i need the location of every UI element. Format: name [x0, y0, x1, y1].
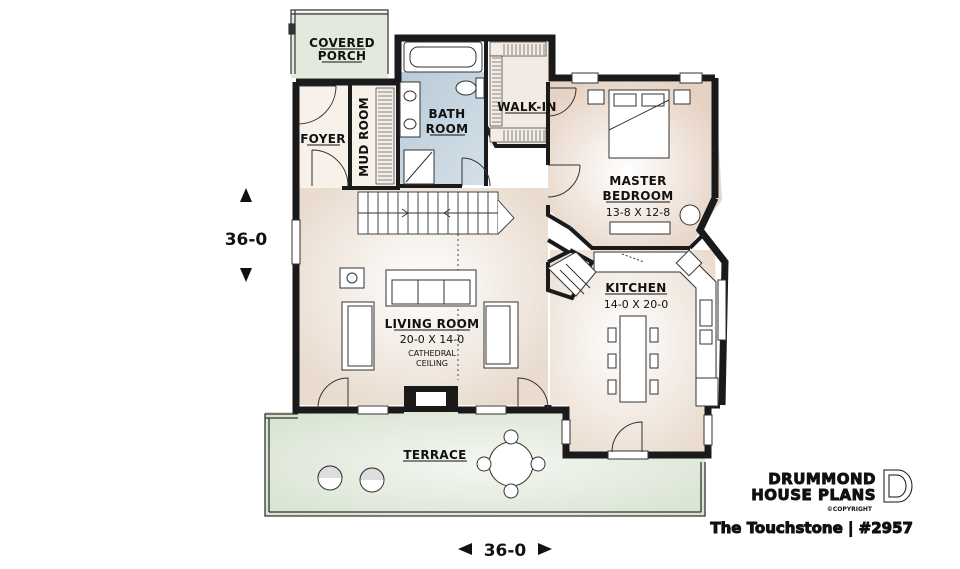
dimension-vertical-label: 36-0	[225, 230, 268, 250]
terrace-door-left	[317, 377, 349, 409]
dining-chair	[649, 353, 659, 369]
brand-logo: DRUMMOND HOUSE PLANS ©COPYRIGHT The Touc…	[710, 469, 914, 539]
dining-table	[619, 315, 647, 403]
dining-chair	[607, 327, 617, 343]
dining-chair	[607, 353, 617, 369]
bedroom-door	[547, 164, 581, 198]
kitchen-furniture	[547, 249, 719, 407]
fireplace	[404, 386, 458, 412]
walkin-door	[547, 87, 577, 117]
windows	[291, 72, 727, 460]
kitchen-label: KITCHEN	[605, 281, 666, 295]
plan-caption: The Touchstone | #2957	[710, 519, 913, 538]
mud-room-label: MUD ROOM	[357, 97, 371, 177]
foyer-floor	[298, 84, 350, 188]
foyer-door	[311, 149, 349, 187]
room-labels: COVERED PORCH FOYER MUD ROOM BATH ROOM W…	[300, 36, 673, 462]
brand-line-1: DRUMMOND	[768, 470, 876, 488]
kitchen-size: 14-0 X 20-0	[604, 298, 668, 311]
bath-room-label-1: BATH	[429, 107, 466, 121]
terrace-door-right	[517, 377, 549, 409]
terrace-chair	[530, 456, 546, 472]
living-room-note-1: CATHEDRAL	[408, 349, 456, 358]
bath-fixtures	[399, 41, 485, 185]
terrace-table	[488, 441, 534, 487]
brand-d-icon	[883, 469, 913, 503]
terrace-chair	[503, 429, 519, 445]
covered-porch-label-1: COVERED	[309, 36, 375, 50]
doors	[297, 85, 643, 453]
brand-copyright: ©COPYRIGHT	[827, 506, 873, 513]
toilet-tank	[475, 77, 485, 99]
living-furniture	[339, 267, 519, 371]
living-room-size: 20-0 X 14-0	[400, 333, 464, 346]
master-bedroom-label-2: BEDROOM	[603, 189, 674, 203]
interior-walls	[342, 38, 704, 301]
foyer-label: FOYER	[300, 132, 346, 146]
bedroom-floor	[548, 82, 722, 246]
bedroom-furniture	[587, 89, 701, 235]
terrace-outline	[264, 413, 706, 517]
walk-in-label: WALK-IN	[497, 100, 556, 114]
terrace-chair	[476, 456, 492, 472]
walk-in-closet	[489, 41, 547, 143]
brand-line-2: HOUSE PLANS	[751, 486, 876, 504]
covered-porch	[288, 9, 389, 74]
covered-porch-label-2: PORCH	[318, 49, 367, 63]
staircase	[357, 191, 515, 380]
dimension-horizontal-label: 36-0	[484, 541, 527, 561]
master-bedroom-size: 13-8 X 12-8	[606, 206, 670, 219]
terrace-label: TERRACE	[403, 448, 466, 462]
dining-chair	[607, 379, 617, 395]
covered-porch-floor	[291, 12, 388, 78]
bath-room-label-2: ROOM	[426, 122, 469, 136]
terrace-chair	[503, 483, 519, 499]
master-bedroom-label-1: MASTER	[609, 174, 666, 188]
arrow-left-icon	[458, 543, 472, 555]
terrace-furniture	[317, 429, 546, 499]
arrow-right-icon	[538, 543, 552, 555]
mud-room-closet	[375, 87, 395, 185]
living-room-note-2: CEILING	[416, 359, 448, 368]
arrow-down-icon	[240, 268, 252, 282]
dimension-horizontal: 36-0	[458, 541, 552, 561]
kitchen-door	[611, 421, 643, 453]
dimension-vertical: 36-0	[225, 188, 268, 282]
living-room-label: LIVING ROOM	[385, 317, 480, 331]
bath-door	[461, 157, 491, 187]
dining-chair	[649, 327, 659, 343]
toilet	[455, 80, 477, 96]
dining-chair	[649, 379, 659, 395]
arrow-up-icon	[240, 188, 252, 202]
entry-door	[297, 85, 337, 125]
